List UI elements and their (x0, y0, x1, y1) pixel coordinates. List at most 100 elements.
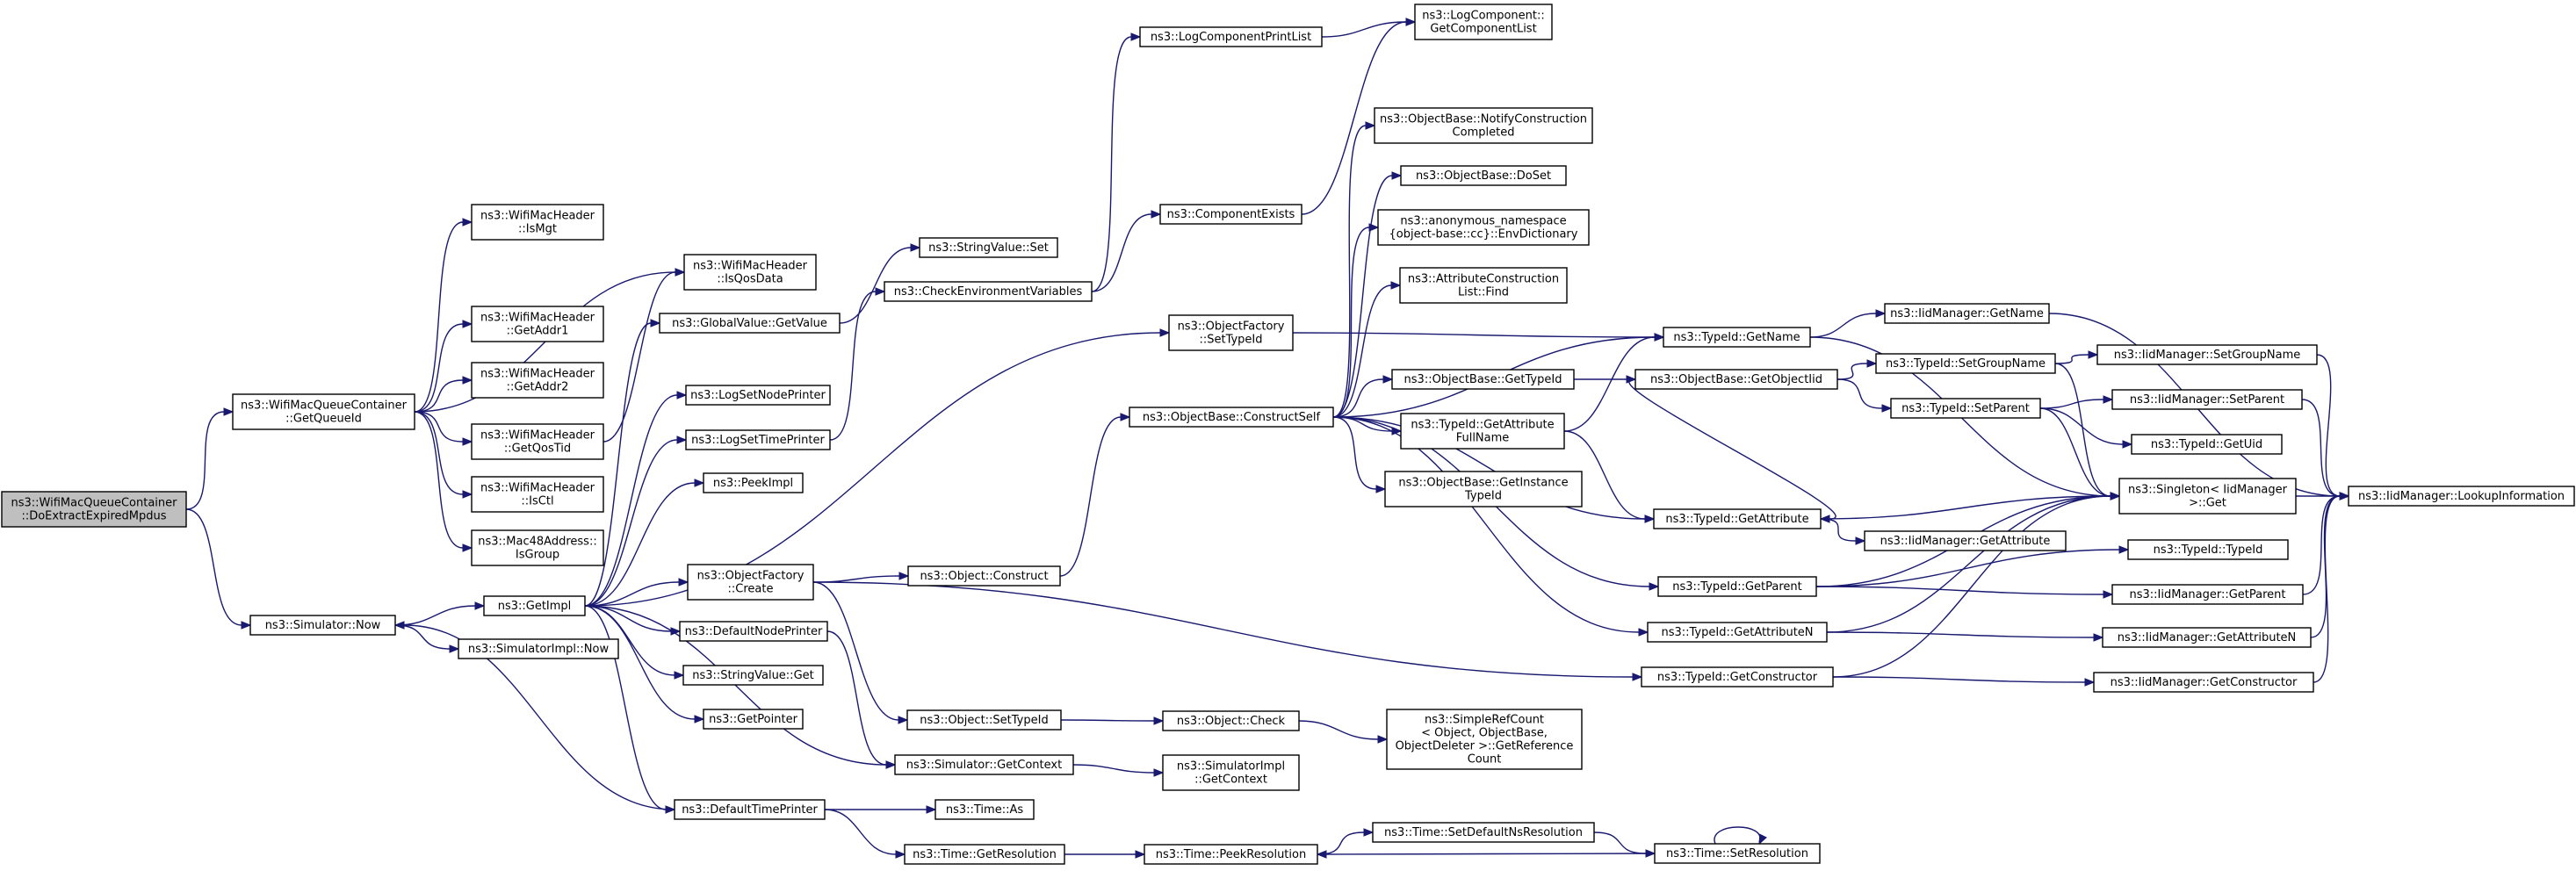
node-ofCreate[interactable]: ns3::ObjectFactory::Create (687, 564, 814, 601)
node-logCompGetList[interactable]: ns3::LogComponent::GetComponentList (1414, 4, 1553, 40)
edge-tidGetConstructor-to-singletonGet (1832, 492, 2121, 678)
edge-arrowhead (676, 391, 688, 400)
node-box (1864, 530, 2067, 551)
node-tidGetAttributeN[interactable]: ns3::TypeId::GetAttributeN (1647, 622, 1828, 643)
node-obNotify[interactable]: ns3::ObjectBase::NotifyConstructionCompl… (1374, 107, 1593, 144)
node-getPointer[interactable]: ns3::GetPointer (703, 709, 804, 730)
node-iidGetAttributeN[interactable]: ns3::IidManager::GetAttributeN (2102, 627, 2312, 648)
node-label: ns3::GetImpl (498, 600, 572, 613)
node-box (232, 393, 415, 430)
node-timeSetDefNs[interactable]: ns3::Time::SetDefaultNsResolution (1372, 822, 1595, 843)
node-svGet[interactable]: ns3::StringValue::Get (682, 665, 824, 686)
node-iidGetName[interactable]: ns3::IidManager::GetName (1884, 303, 2050, 324)
edge-tidGetParent-to-tidTypeId (1815, 545, 2130, 587)
node-envDict[interactable]: ns3::anonymous_namespace{object-base::cc… (1377, 209, 1590, 246)
node-refCountGetRef[interactable]: ns3::SimpleRefCount< Object, ObjectBase,… (1386, 709, 1583, 770)
node-box (1641, 666, 1834, 687)
node-logSetNodePrinter[interactable]: ns3::LogSetNodePrinter (685, 385, 831, 406)
edge-line (1060, 719, 1155, 722)
node-getQosTid[interactable]: ns3::WifiMacHeader::GetQosTid (471, 423, 604, 460)
node-iidSetParent[interactable]: ns3::IidManager::SetParent (2111, 389, 2303, 410)
node-iidLookup[interactable]: ns3::IidManager::LookupInformation (2348, 486, 2575, 507)
node-simNow[interactable]: ns3::Simulator::Now (249, 615, 396, 636)
node-ofSetTypeId[interactable]: ns3::ObjectFactory::SetTypeId (1168, 314, 1294, 351)
edge-line (1836, 363, 1868, 380)
node-label: ns3::IidManager::GetConstructor (2111, 676, 2298, 689)
node-getAddr1[interactable]: ns3::WifiMacHeader::GetAddr1 (471, 306, 604, 342)
edge-line (1332, 284, 1392, 418)
node-defaultNodePrinter[interactable]: ns3::DefaultNodePrinter (679, 621, 828, 642)
edge-arrowhead (462, 320, 473, 328)
node-objCheck[interactable]: ns3::Object::Check (1162, 710, 1300, 731)
node-iidSetGroupName[interactable]: ns3::IidManager::SetGroupName (2096, 344, 2318, 365)
node-getImpl[interactable]: ns3::GetImpl (483, 595, 586, 616)
node-tidGetName[interactable]: ns3::TypeId::GetName (1663, 327, 1811, 348)
edge-arrowhead (694, 479, 705, 487)
node-obConstructSelf[interactable]: ns3::ObjectBase::ConstructSelf (1129, 407, 1334, 428)
node-obDoSet[interactable]: ns3::ObjectBase::DoSet (1400, 165, 1567, 186)
node-defaultTimePrinter[interactable]: ns3::DefaultTimePrinter (674, 799, 826, 820)
node-singletonGet[interactable]: ns3::Singleton< IidManager>::Get (2118, 478, 2297, 515)
node-tidGetAttribute[interactable]: ns3::TypeId::GetAttribute (1653, 508, 1822, 529)
node-tidSetParent[interactable]: ns3::TypeId::SetParent (1890, 398, 2041, 419)
node-objConstruct[interactable]: ns3::Object::Construct (907, 565, 1061, 587)
edge-iidSetGroupName-to-iidLookup (2316, 354, 2350, 500)
node-tidGetParent[interactable]: ns3::TypeId::GetParent (1657, 576, 1817, 597)
node-label: ns3::ObjectBase::ConstructSelf (1143, 411, 1321, 424)
edge-iidGetConstructor-to-iidLookup (2313, 492, 2350, 683)
node-isQosData[interactable]: ns3::WifiMacHeader::IsQosData (683, 254, 817, 291)
node-tidTypeId[interactable]: ns3::TypeId::TypeId (2127, 539, 2289, 560)
node-box (1653, 508, 1822, 529)
node-label: ns3::ObjectFactory (1178, 320, 1285, 334)
node-timeAs[interactable]: ns3::Time::As (934, 799, 1035, 820)
node-root[interactable]: ns3::WifiMacQueueContainer::DoExtractExp… (1, 491, 187, 528)
node-tidSetGroupName[interactable]: ns3::TypeId::SetGroupName (1875, 353, 2056, 374)
node-getQueueId[interactable]: ns3::WifiMacQueueContainer::GetQueueId (232, 393, 415, 430)
node-checkEnv[interactable]: ns3::CheckEnvironmentVariables (884, 281, 1093, 302)
node-box (1400, 413, 1565, 450)
node-isCtl[interactable]: ns3::WifiMacHeader::IsCtl (471, 476, 604, 513)
node-timeGetRes[interactable]: ns3::Time::GetResolution (904, 844, 1065, 865)
node-iidGetConstructor[interactable]: ns3::IidManager::GetConstructor (2093, 672, 2314, 693)
node-simImplGetContext[interactable]: ns3::SimulatorImpl::GetContext (1162, 754, 1300, 791)
node-simGetContext[interactable]: ns3::Simulator::GetContext (894, 754, 1074, 775)
node-tidGetUid[interactable]: ns3::TypeId::GetUid (2131, 434, 2283, 455)
node-obGetTypeId[interactable]: ns3::ObjectBase::GetTypeId (1391, 369, 1575, 390)
edge-arrowhead (875, 287, 886, 296)
node-timeSetRes[interactable]: ns3::Time::SetResolution (1654, 843, 1821, 864)
edge-obGetObjectIid-to-tidSetGroupName (1836, 359, 1878, 380)
node-label: ns3::LogComponent:: (1422, 10, 1545, 23)
node-getAddr2[interactable]: ns3::WifiMacHeader::GetAddr2 (471, 362, 604, 399)
node-gvGetValue[interactable]: ns3::GlobalValue::GetValue (659, 313, 841, 334)
node-iidGetAttribute[interactable]: ns3::IidManager::GetAttribute (1864, 530, 2067, 551)
node-logCompPrintList[interactable]: ns3::LogComponentPrintList (1139, 26, 1323, 47)
edge-line (1809, 313, 1877, 338)
node-isGroup[interactable]: ns3::Mac48Address::IsGroup (471, 529, 604, 566)
node-label: ns3::WifiMacHeader (480, 368, 595, 381)
node-timePeekRes[interactable]: ns3::Time::PeekResolution (1144, 844, 1318, 865)
edge-root-to-getQueueId (185, 407, 235, 510)
node-peekImpl[interactable]: ns3::PeekImpl (703, 472, 804, 493)
function-nodes: ns3::WifiMacQueueContainer::DoExtractExp… (1, 4, 2575, 865)
edge-timeSetRes-to-timeSetRes (1714, 826, 1767, 846)
node-logSetTimePrinter[interactable]: ns3::LogSetTimePrinter (685, 429, 831, 450)
edge-arrowhead (1649, 582, 1660, 591)
edge-iidSetParent-to-iidLookup (2301, 399, 2350, 500)
edge-line (414, 379, 464, 413)
node-componentExists[interactable]: ns3::ComponentExists (1159, 204, 1302, 225)
node-objSetTypeId[interactable]: ns3::Object::SetTypeId (906, 709, 1062, 731)
node-simImplNow[interactable]: ns3::SimulatorImpl::Now (458, 638, 619, 659)
node-tidGetConstructor[interactable]: ns3::TypeId::GetConstructor (1641, 666, 1834, 687)
edge-arrowhead (926, 805, 937, 814)
node-svSet[interactable]: ns3::StringValue::Set (919, 237, 1058, 258)
node-iidGetParent[interactable]: ns3::IidManager::GetParent (2111, 584, 2304, 605)
node-box (2093, 672, 2314, 693)
node-isMgt[interactable]: ns3::WifiMacHeader::IsMgt (471, 204, 604, 241)
node-obGetObjectIid[interactable]: ns3::ObjectBase::GetObjectIid (1634, 369, 1838, 390)
node-box (1129, 407, 1334, 428)
edge-line (1317, 831, 1365, 855)
edge-obGetObjectIid-to-tidGetAttribute (1628, 378, 1836, 523)
